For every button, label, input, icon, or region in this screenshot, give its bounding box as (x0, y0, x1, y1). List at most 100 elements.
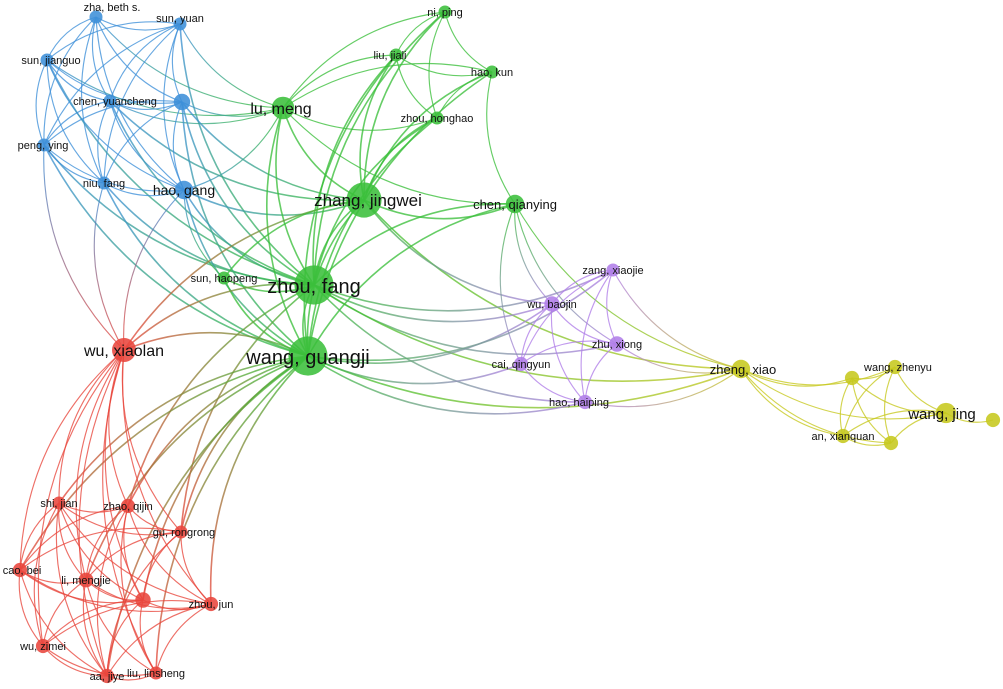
node-wang_guangji[interactable] (288, 336, 328, 376)
edge-niu_fang-wang_guangji (103, 182, 309, 357)
edge-wang_guangji-zheng_xiao (307, 355, 742, 409)
node-wu_baojin[interactable] (544, 296, 560, 312)
node-label-peng_ying: peng, ying (18, 140, 69, 152)
node-sun_jianguo[interactable] (40, 53, 54, 67)
node-label-liu_jiali: liu, jiali (373, 50, 406, 62)
edge-sun_yuan-peng_ying (43, 23, 181, 146)
node-zheng_xiao[interactable] (731, 359, 751, 379)
node-wu_xiaolan[interactable] (112, 338, 136, 362)
edge-wang_guangji-li_mengjie (85, 355, 309, 581)
node-gu_rongrong[interactable] (174, 525, 188, 539)
edge-hao_gang-zhang_jingwei (183, 189, 365, 216)
edge-wu_xiaolan-zhao_qijin (108, 349, 129, 507)
node-zhou_fang[interactable] (294, 265, 334, 305)
node-label-lu_meng: lu, meng (250, 101, 311, 118)
node-zha_beth[interactable] (89, 10, 103, 24)
edge-chen_qianying-zheng_xiao (514, 203, 742, 370)
node-label-cao_bei: cao, bei (3, 565, 42, 577)
node-chen_yuancheng[interactable] (103, 94, 117, 108)
edge-zhou_honghao-wang_guangji (307, 117, 438, 357)
edge-hao_kun-lu_meng (282, 62, 493, 109)
edge-zang_xiaojie-hao_haiping (580, 269, 614, 403)
node-cao_bei[interactable] (12, 562, 28, 578)
node-niu_fang[interactable] (97, 176, 111, 190)
node-wang_zhenyu[interactable] (887, 359, 903, 375)
node-li_mengjie[interactable] (78, 572, 94, 588)
node-an_xianquan[interactable] (835, 428, 851, 444)
node-zhang_jingwei[interactable] (346, 182, 382, 218)
edge-zhou_fang-zheng_xiao (313, 284, 742, 382)
edge-zheng_xiao-an_xianquan (740, 368, 844, 437)
edge-lu_meng-zhou_fang (275, 107, 315, 286)
node-label-ni_ping: ni, ping (427, 7, 462, 19)
node-shi_jian[interactable] (52, 496, 66, 510)
edge-ni_ping-zhou_honghao (428, 11, 446, 119)
node-zhao_qijin[interactable] (120, 498, 136, 514)
node-peng_ying[interactable] (37, 138, 51, 152)
edge-wu_xiaolan-wu_zimei (37, 349, 125, 647)
edge-cao_bei-wu_zimei (18, 569, 44, 647)
edge-zheng_xiao-yellow_a (740, 368, 853, 387)
edge-zha_beth-niu_fang (80, 16, 105, 184)
edge-wang_guangji-zang_xiaojie (307, 269, 614, 362)
node-zhu_xiong[interactable] (609, 336, 625, 352)
node-sun_haopeng[interactable] (217, 271, 231, 285)
node-label-niu_fang: niu, fang (83, 178, 125, 190)
node-wang_jing[interactable] (935, 402, 957, 424)
node-hao_haiping[interactable] (577, 394, 593, 410)
edge-yellow_a-an_xianquan (839, 377, 853, 437)
node-lu_meng[interactable] (271, 96, 295, 120)
edge-wang_guangji-wu_baojin (307, 303, 553, 364)
node-label-zha_beth: zha, beth s. (84, 2, 141, 14)
node-zhou_jun[interactable] (203, 596, 219, 612)
node-yellow_end[interactable] (985, 412, 1001, 428)
node-liu_linsheng[interactable] (149, 666, 163, 680)
edge-zha_beth-hao_gang (95, 16, 185, 191)
node-cai_qingyun[interactable] (513, 356, 529, 372)
node-yellow_a[interactable] (844, 370, 860, 386)
node-label-zhao_qijin: zhao, qijin (103, 501, 153, 513)
edge-wang_guangji-hao_haiping (307, 355, 586, 415)
edge-cao_bei-zhou_jun (19, 569, 212, 612)
node-label-zhou_honghao: zhou, honghao (401, 113, 474, 125)
node-aa_jiye[interactable] (99, 668, 115, 684)
edge-zhang_jingwei-wu_baojin (363, 199, 553, 305)
node-label-hao_gang: hao, gang (153, 182, 215, 198)
node-ni_ping[interactable] (438, 5, 452, 19)
edge-sun_yuan-sun_jianguo (46, 21, 181, 61)
edge-hao_gang-lu_meng (183, 107, 284, 191)
edge-zhou_fang-wu_baojin (313, 284, 553, 323)
edge-zhou_jun-wu_zimei (42, 599, 212, 647)
node-wu_zimei[interactable] (35, 638, 51, 654)
edge-sun_yuan-lu_meng (179, 23, 284, 109)
edge-blue_hub-peng_ying (43, 100, 183, 146)
node-hao_gang[interactable] (174, 180, 194, 200)
edge-blue_hub-lu_meng (181, 101, 284, 117)
node-hao_kun[interactable] (485, 65, 499, 79)
node-liu_jiali[interactable] (389, 48, 403, 62)
node-zang_xiaojie[interactable] (606, 263, 620, 277)
edge-wang_jing-an_xianquan (842, 409, 947, 437)
edge-zhu_xiong-zheng_xiao (616, 343, 742, 374)
node-sun_yuan[interactable] (173, 17, 187, 31)
edge-wu_xiaolan-cao_bei (19, 349, 125, 571)
node-yellow_b[interactable] (883, 435, 899, 451)
edge-chen_qianying-wu_baojin (514, 203, 553, 305)
node-blue_hub[interactable] (173, 93, 191, 111)
edge-zhao_qijin-li_mengjie (85, 505, 129, 581)
edge-shi_jian-zhou_jun (58, 502, 212, 605)
node-label-gu_rongrong: gu, rongrong (153, 527, 215, 539)
node-red_mid[interactable] (135, 592, 151, 608)
edge-shi_jian-wu_zimei (33, 502, 60, 647)
edge-zhang_jingwei-zheng_xiao (363, 199, 742, 370)
node-label-wang_jing: wang, jing (907, 406, 976, 423)
edge-hao_gang-zhou_fang (183, 189, 315, 286)
node-label-zhou_jun: zhou, jun (189, 599, 234, 611)
edge-liu_jiali-hao_kun (395, 54, 493, 77)
edge-zang_xiaojie-zhu_xiong (606, 269, 618, 345)
edge-hao_gang-sun_haopeng (183, 189, 225, 279)
node-chen_qianying[interactable] (505, 194, 525, 214)
edge-zhou_fang-zhao_qijin (127, 284, 315, 507)
node-zhou_honghao[interactable] (430, 111, 444, 125)
edge-gu_rongrong-li_mengjie (85, 531, 182, 581)
